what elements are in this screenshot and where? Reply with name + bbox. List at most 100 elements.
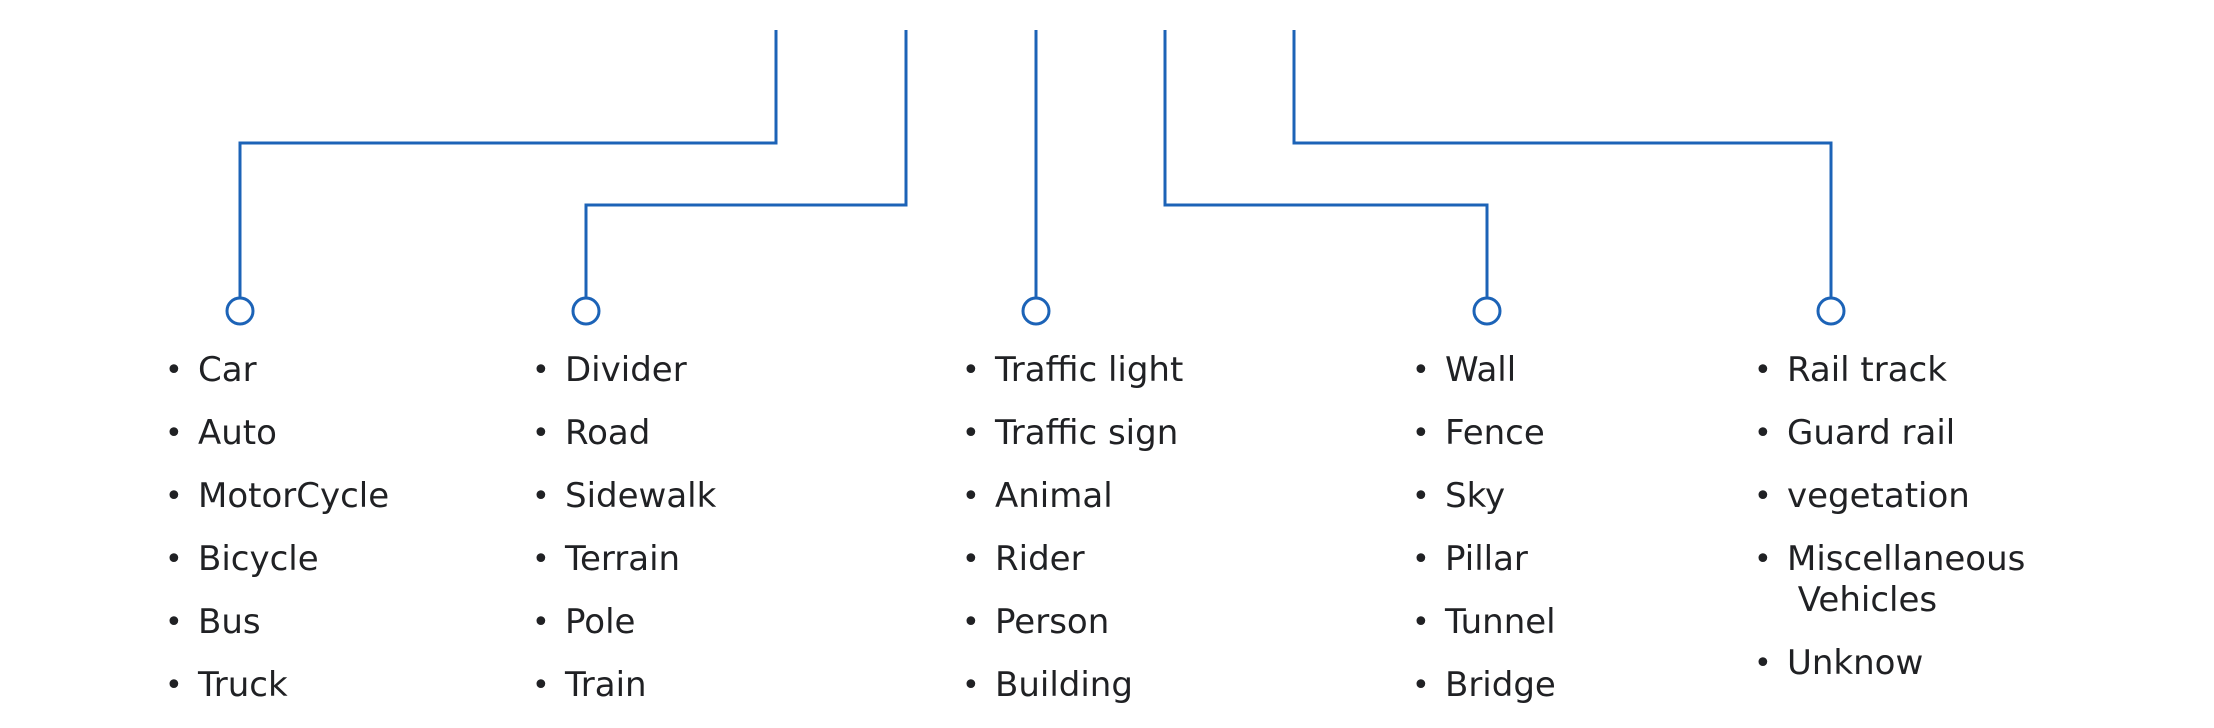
- category-label: Bicycle: [198, 539, 319, 579]
- category-label: Divider: [565, 350, 687, 390]
- list-item: • Rider: [962, 539, 1183, 580]
- bullet-icon: •: [165, 416, 183, 451]
- list-item: • Bicycle: [165, 539, 389, 580]
- category-label: Unknow: [1787, 643, 1924, 683]
- bullet-icon: •: [1412, 353, 1430, 388]
- list-item: • Rail track: [1754, 350, 2025, 391]
- bullet-icon: •: [532, 605, 550, 640]
- category-label: Pole: [565, 602, 636, 642]
- list-item: • Miscellaneous Vehicles: [1754, 539, 2025, 621]
- category-label: Rail track: [1787, 350, 1947, 390]
- category-label: Terrain: [565, 539, 681, 579]
- node-circle-surfaces: [571, 296, 601, 326]
- category-label: Sidewalk: [565, 476, 717, 516]
- bullet-icon: •: [532, 353, 550, 388]
- bullet-icon: •: [1754, 542, 1772, 577]
- bullet-icon: •: [1754, 353, 1772, 388]
- list-item: • Bus: [165, 602, 389, 643]
- list-item: • Traffic light: [962, 350, 1183, 391]
- bullet-icon: •: [962, 479, 980, 514]
- bullet-icon: •: [962, 542, 980, 577]
- list-item: • Building: [962, 665, 1183, 706]
- category-label: Sky: [1445, 476, 1506, 516]
- bullet-icon: •: [1754, 416, 1772, 451]
- bullet-icon: •: [962, 416, 980, 451]
- category-label: Fence: [1445, 413, 1545, 453]
- category-label: Miscellaneous Vehicles: [1787, 539, 2026, 620]
- list-item: • Bridge: [1412, 665, 1556, 706]
- bullet-icon: •: [1412, 605, 1430, 640]
- bullet-icon: •: [962, 668, 980, 703]
- list-item: • Pillar: [1412, 539, 1556, 580]
- bullet-icon: •: [165, 668, 183, 703]
- bullet-icon: •: [962, 353, 980, 388]
- list-item: • Car: [165, 350, 389, 391]
- category-label: Bridge: [1445, 665, 1556, 705]
- category-label: Train: [565, 665, 647, 705]
- bullet-icon: •: [165, 479, 183, 514]
- category-label: Wall: [1445, 350, 1517, 390]
- category-label: Rider: [995, 539, 1085, 579]
- category-list-objects: • Traffic light • Traffic sign • Animal • Rider…: [962, 350, 1183, 728]
- category-list-other: • Rail track • Guard rail • vegetation • Miscel…: [1754, 350, 2025, 706]
- category-label: Person: [995, 602, 1110, 642]
- category-label: Auto: [198, 413, 277, 453]
- list-item: • Truck: [165, 665, 389, 706]
- bullet-icon: •: [1412, 416, 1430, 451]
- category-label: vegetation: [1787, 476, 1970, 516]
- bullet-icon: •: [532, 416, 550, 451]
- connector-line-structures: [1163, 30, 1489, 297]
- node-circle-other: [1816, 296, 1846, 326]
- list-item: • Animal: [962, 476, 1183, 517]
- bullet-icon: •: [532, 668, 550, 703]
- list-item: • Pole: [532, 602, 716, 643]
- bullet-icon: •: [532, 542, 550, 577]
- category-label: Animal: [995, 476, 1113, 516]
- list-item: • Traffic sign: [962, 413, 1183, 454]
- bullet-icon: •: [165, 353, 183, 388]
- list-item: • Divider: [532, 350, 716, 391]
- category-label: Bus: [198, 602, 261, 642]
- category-label: Tunnel: [1445, 602, 1556, 642]
- list-item: • MotorCycle: [165, 476, 389, 517]
- bullet-icon: •: [1412, 668, 1430, 703]
- list-item: • Tunnel: [1412, 602, 1556, 643]
- bullet-icon: •: [1754, 479, 1772, 514]
- node-circle-objects: [1021, 296, 1051, 326]
- node-circle-vehicles: [225, 296, 255, 326]
- category-list-structures: • Wall • Fence • Sky • Pillar • Tunnel • Bridge: [1412, 350, 1556, 728]
- list-item: • Road: [532, 413, 716, 454]
- category-label: Road: [565, 413, 651, 453]
- list-item: • Train: [532, 665, 716, 706]
- category-label: Guard rail: [1787, 413, 1956, 453]
- connector-line-surfaces: [584, 30, 908, 297]
- bullet-icon: •: [532, 479, 550, 514]
- bullet-icon: •: [1754, 646, 1772, 681]
- bullet-icon: •: [165, 605, 183, 640]
- bullet-icon: •: [1412, 542, 1430, 577]
- list-item: • Terrain: [532, 539, 716, 580]
- list-item: • Guard rail: [1754, 413, 2025, 454]
- list-item: • vegetation: [1754, 476, 2025, 517]
- category-label: Pillar: [1445, 539, 1528, 579]
- bullet-icon: •: [165, 542, 183, 577]
- connector-line-vehicles: [238, 30, 778, 297]
- connector-line-other: [1292, 30, 1833, 297]
- node-circle-structures: [1472, 296, 1502, 326]
- list-item: • Unknow: [1754, 643, 2025, 684]
- list-item: • Sky: [1412, 476, 1556, 517]
- bullet-icon: •: [1412, 479, 1430, 514]
- category-label: Traffic sign: [995, 413, 1179, 453]
- category-label: Traffic light: [995, 350, 1184, 390]
- category-list-surfaces: • Divider • Road • Sidewalk • Terrain • Pole • Trai…: [532, 350, 716, 728]
- category-label: Truck: [198, 665, 288, 705]
- list-item: • Auto: [165, 413, 389, 454]
- list-item: •Person: [962, 602, 1183, 643]
- list-item: • Fence: [1412, 413, 1556, 454]
- list-item: • Sidewalk: [532, 476, 716, 517]
- category-label: Building: [995, 665, 1133, 705]
- category-label: Car: [198, 350, 257, 390]
- category-label: MotorCycle: [198, 476, 390, 516]
